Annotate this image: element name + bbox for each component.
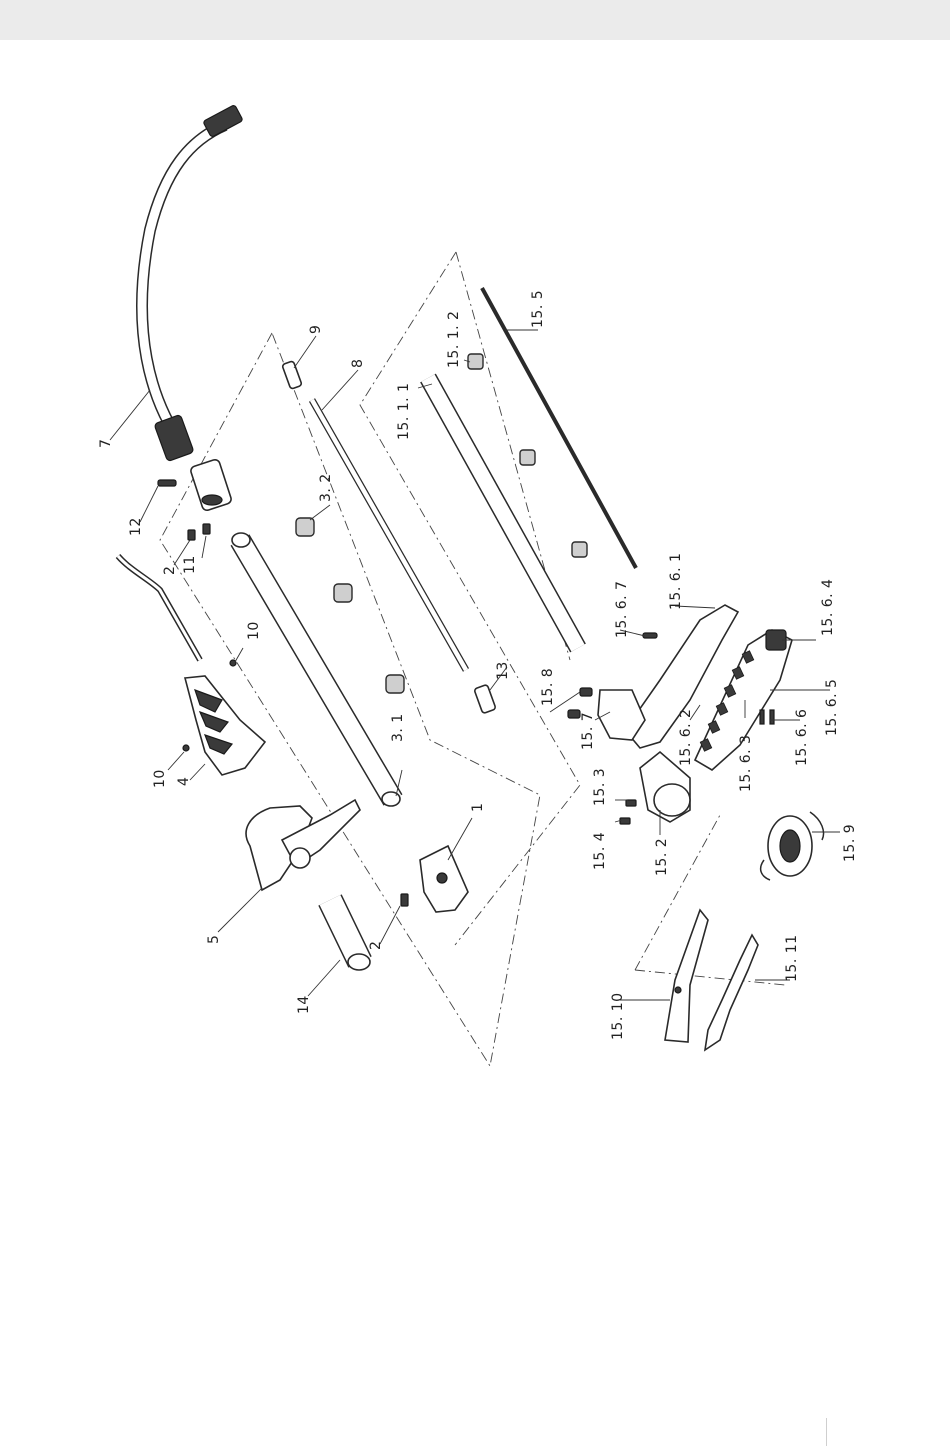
callout-2-upper: 2 [162, 566, 178, 575]
callout-15-6-2: 15. 6. 2 [678, 709, 694, 766]
callout-15-6-3: 15. 6. 3 [738, 735, 754, 792]
callout-5: 5 [206, 935, 222, 944]
callout-14: 14 [296, 995, 312, 1014]
callout-2-lower: 2 [368, 941, 384, 950]
callout-15-6-5: 15. 6. 5 [824, 679, 840, 736]
part-13-sleeve [474, 684, 496, 713]
part-1-clamp [401, 846, 468, 912]
part-15-1-2-bushings [468, 354, 587, 557]
callout-15-1-2: 15. 1. 2 [446, 311, 462, 368]
callout-1: 1 [470, 803, 486, 812]
callout-9: 9 [308, 325, 324, 334]
callout-15-3: 15. 3 [592, 768, 608, 806]
exploded-parts-diagram: 7 12 2 11 10 10 4 5 14 2 1 3. 1 3. 2 9 8… [0, 0, 950, 1344]
part-9-fitting [282, 361, 302, 390]
callout-15-7: 15. 7 [580, 712, 596, 750]
part-4-handle [118, 556, 265, 775]
callout-15-6-4: 15. 6. 4 [820, 579, 836, 636]
callout-13: 13 [495, 661, 511, 680]
callout-10-lower: 10 [152, 769, 168, 788]
part-5-aux-handle [246, 800, 360, 890]
part-14-sleeve [330, 900, 370, 970]
callout-15-5: 15. 5 [530, 290, 546, 328]
leader-lines [110, 330, 840, 1000]
callout-15-6-7: 15. 6. 7 [614, 581, 630, 638]
page-edge-mark [826, 1418, 827, 1446]
callout-3-1: 3. 1 [390, 713, 406, 742]
callout-15-4: 15. 4 [592, 832, 608, 870]
part-15-10-blade [665, 910, 708, 1042]
callout-10-upper: 10 [246, 621, 262, 640]
callout-15-6-1: 15. 6. 1 [668, 553, 684, 610]
callout-4: 4 [176, 777, 192, 786]
callout-12: 12 [128, 517, 144, 536]
callout-11: 11 [182, 555, 198, 574]
callout-15-6-6: 15. 6. 6 [794, 709, 810, 766]
part-coupling-upper [158, 458, 232, 540]
callout-3-2: 3. 2 [318, 473, 334, 502]
callout-15-11: 15. 11 [784, 934, 800, 982]
part-7-hose [142, 105, 243, 462]
callout-15-2: 15. 2 [654, 838, 670, 876]
callout-15-8: 15. 8 [540, 668, 556, 706]
part-3-1-tube [232, 533, 400, 806]
callout-15-9: 15. 9 [842, 824, 858, 862]
part-15-6-guard [625, 605, 792, 770]
callout-15-1-1: 15. 1. 1 [396, 383, 412, 440]
part-8-shaft [312, 400, 466, 670]
part-15-11-wrench [705, 935, 758, 1050]
callout-8: 8 [350, 359, 366, 368]
part-15-9-spool [761, 812, 824, 880]
callout-7: 7 [98, 439, 114, 448]
callout-15-10: 15. 10 [610, 992, 626, 1040]
